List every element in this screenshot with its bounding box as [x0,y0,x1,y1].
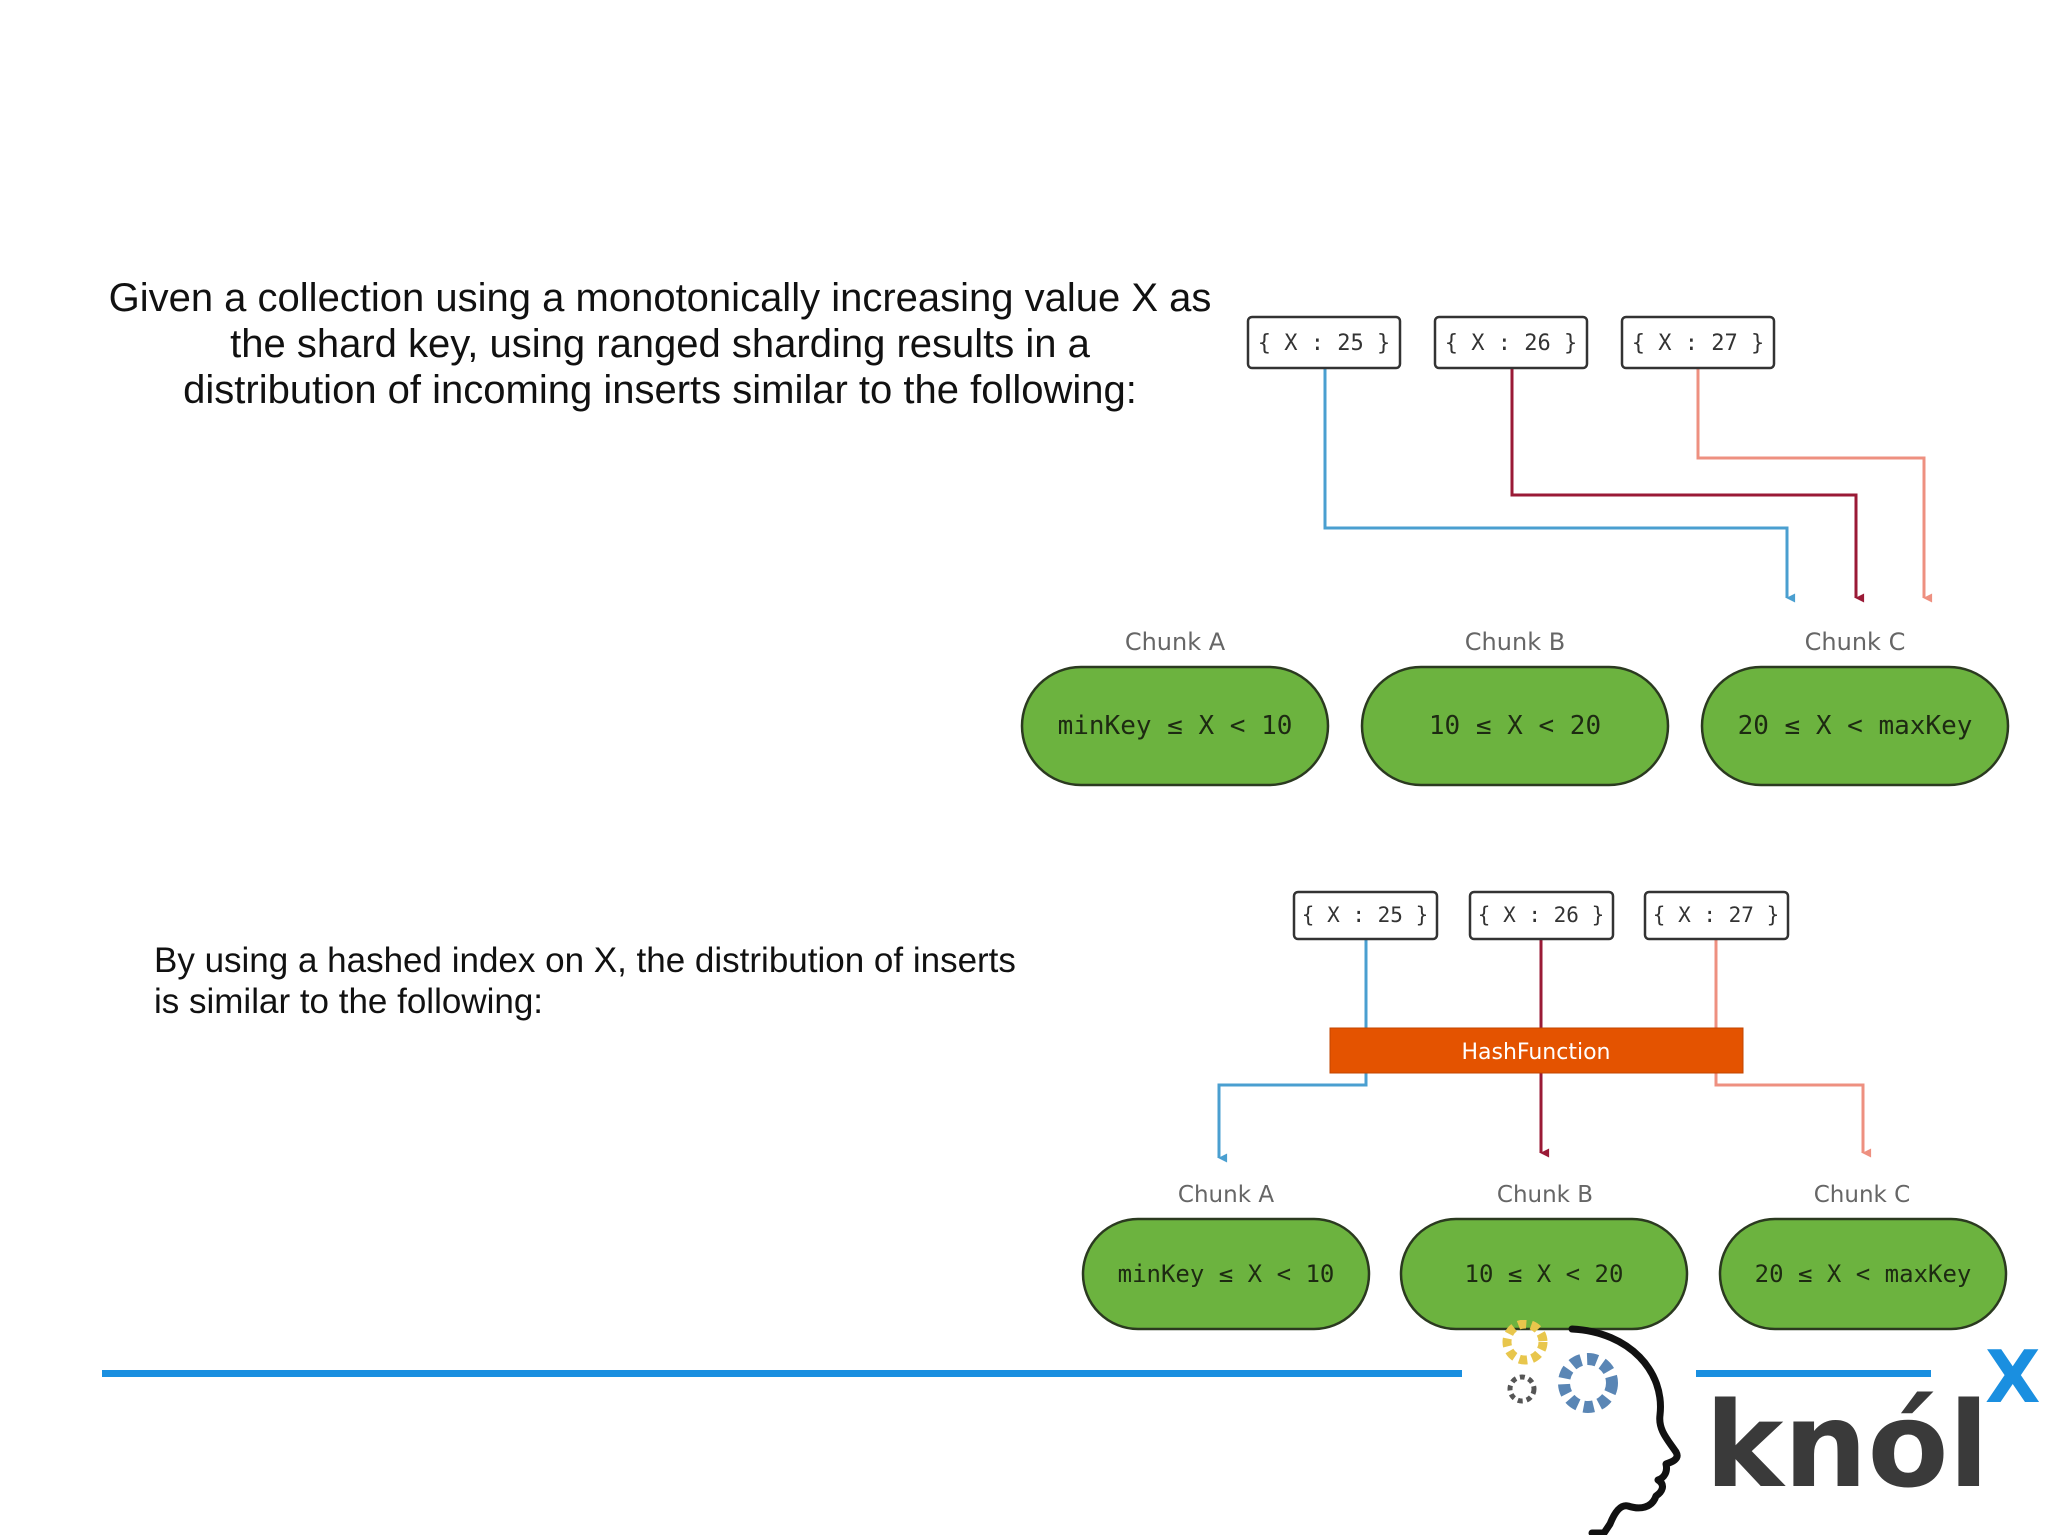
footer-divider-right [1696,1370,1931,1377]
ranged-arrow-x27 [1696,368,1933,603]
hashed-arrow-to-chunk-c [1714,1073,1872,1158]
hashed-paragraph: By using a hashed index on X, the distri… [154,941,1016,1021]
hash-function-bar: HashFunction [1329,1027,1744,1074]
hashed-chunk-c: Chunk C 20 ≤ X < maxKey [1718,1182,2008,1331]
ranged-doc-x26-label: { X : 26 } [1445,331,1577,356]
ranged-chunk-b: Chunk B 10 ≤ X < 20 [1360,628,1670,787]
footer-divider-left [102,1370,1462,1377]
hash-function-label: HashFunction [1461,1040,1610,1065]
ranged-doc-x27: { X : 27 } [1620,315,1776,370]
hashed-chunk-b-label: Chunk B [1497,1182,1593,1208]
hashed-doc-x26-label: { X : 26 } [1478,903,1604,927]
hashed-sharding-diagram: { X : 25 } { X : 26 } { X : 27 } HashFun… [1081,890,2008,1331]
ranged-chunk-b-range: 10 ≤ X < 20 [1429,711,1601,741]
hashed-doc-x25: { X : 25 } [1292,890,1439,941]
hashed-chunk-a-range: minKey ≤ X < 10 [1118,1260,1335,1288]
ranged-sharding-diagram: { X : 25 } { X : 26 } { X : 27 } Chunk A… [1020,315,2010,787]
knolx-logo: knól X [1502,1320,2040,1535]
hashed-chunk-c-range: 20 ≤ X < maxKey [1755,1260,1972,1288]
ranged-chunk-c-range: 20 ≤ X < maxKey [1738,711,1973,741]
hashed-chunk-c-label: Chunk C [1814,1182,1910,1208]
ranged-doc-x26: { X : 26 } [1433,315,1589,370]
ranged-arrow-x26 [1510,368,1865,603]
hashed-chunk-b-range: 10 ≤ X < 20 [1465,1260,1624,1288]
ranged-chunk-c-label: Chunk C [1805,628,1906,656]
head-silhouette-icon [1568,1325,1681,1535]
ranged-chunk-c: Chunk C 20 ≤ X < maxKey [1700,628,2010,787]
ranged-chunk-a-range: minKey ≤ X < 10 [1058,711,1293,741]
ranged-doc-x25: { X : 25 } [1246,315,1402,370]
hashed-chunk-a: Chunk A minKey ≤ X < 10 [1081,1182,1371,1331]
gear-icon [1502,1320,1618,1413]
hashed-doc-x26: { X : 26 } [1468,890,1615,941]
hashed-chunk-a-label: Chunk A [1178,1182,1274,1208]
ranged-arrow-x25 [1323,368,1796,603]
intro-paragraph: Given a collection using a monotonically… [108,276,1212,412]
hashed-arrow-to-chunk-a [1217,1073,1368,1163]
ranged-doc-x27-label: { X : 27 } [1632,331,1764,356]
hashed-doc-x27: { X : 27 } [1643,890,1790,941]
logo-superscript: X [1985,1335,2040,1419]
logo-wordmark: knól [1705,1376,1989,1514]
ranged-chunk-a: Chunk A minKey ≤ X < 10 [1020,628,1330,787]
ranged-chunk-b-label: Chunk B [1465,628,1565,656]
hashed-doc-x25-label: { X : 25 } [1302,903,1428,927]
hashed-doc-x27-label: { X : 27 } [1653,903,1779,927]
hashed-chunk-b: Chunk B 10 ≤ X < 20 [1399,1182,1689,1331]
ranged-doc-x25-label: { X : 25 } [1258,331,1390,356]
ranged-chunk-a-label: Chunk A [1125,628,1226,656]
